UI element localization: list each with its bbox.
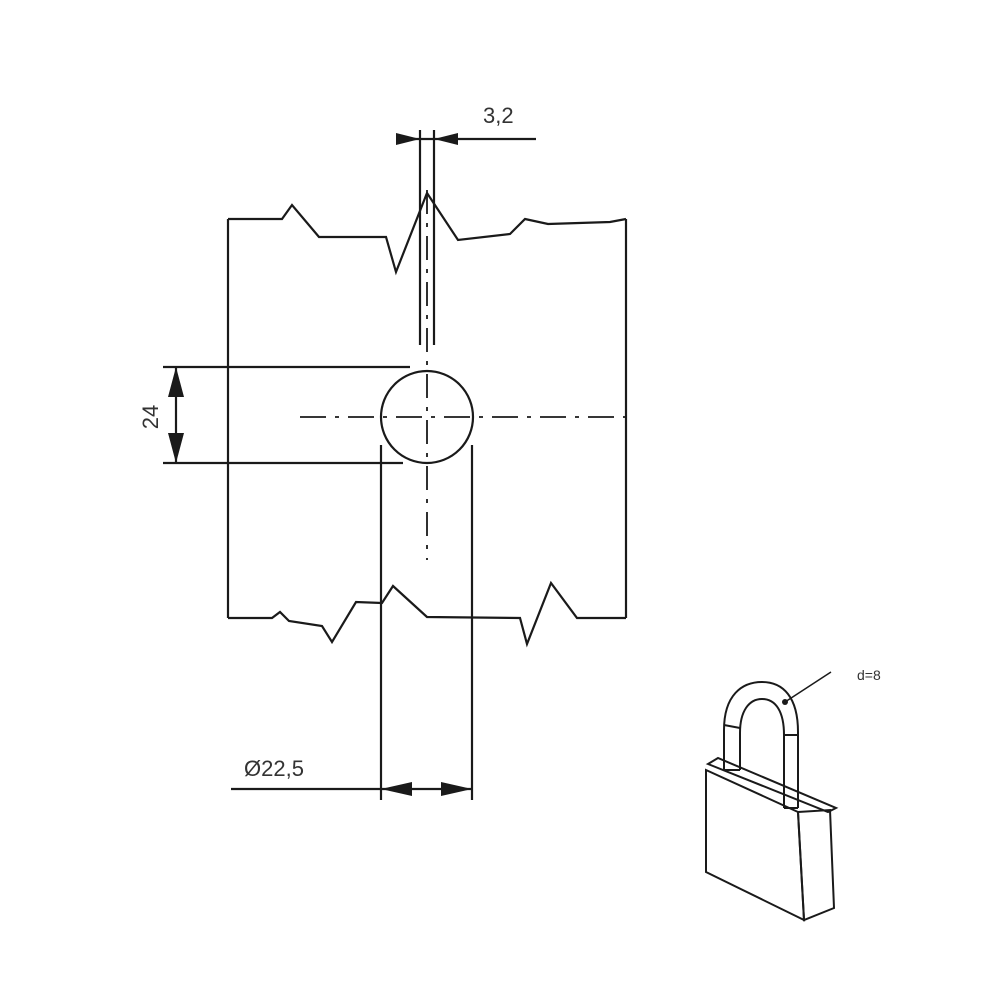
slot xyxy=(418,130,436,345)
padlock-shackle-outer xyxy=(723,680,799,808)
hole-height-label: 24 xyxy=(138,405,163,429)
hole-diameter-arrow-left xyxy=(381,782,412,796)
hole-diameter-label: Ø22,5 xyxy=(244,756,304,781)
slot-width-arrow-right xyxy=(434,133,458,145)
hole-height-arrow-top xyxy=(168,367,184,397)
padlock-leader-dot xyxy=(782,699,788,705)
padlock-icon xyxy=(705,671,839,922)
padlock-body-side xyxy=(796,808,836,922)
hole-height-dimension xyxy=(163,365,410,465)
hole-diameter-dimension xyxy=(231,445,474,800)
shackle-diameter-label: d=8 xyxy=(857,667,881,683)
center-lines xyxy=(300,190,626,560)
hole-circle xyxy=(379,369,475,465)
padlock-leader-line xyxy=(784,671,832,703)
padlock-shackle-inner xyxy=(739,697,785,808)
slot-width-dimension xyxy=(396,133,536,145)
plate-outline xyxy=(226,190,628,648)
padlock-body-top xyxy=(705,756,839,814)
padlock-body-front xyxy=(705,768,806,922)
padlock-shackle-band-left xyxy=(723,724,741,729)
slot-width-arrow-left xyxy=(396,133,420,145)
hole-height-arrow-bottom xyxy=(168,433,184,463)
hole-diameter-arrow-right xyxy=(441,782,472,796)
slot-width-label: 3,2 xyxy=(483,103,514,128)
plate-bottom-break-line xyxy=(228,580,626,648)
